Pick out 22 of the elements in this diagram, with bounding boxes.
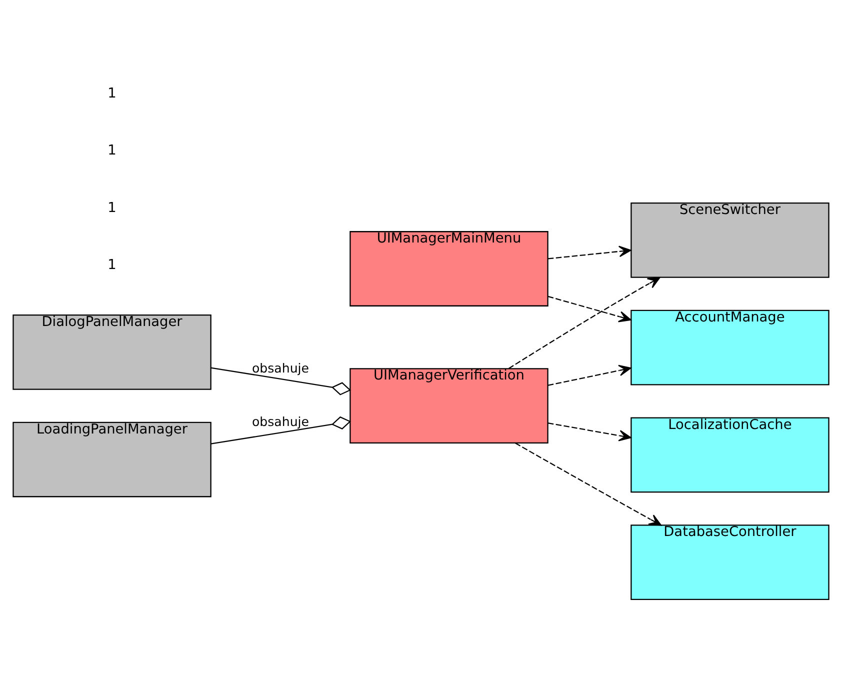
node-box: DialogPanelManager	[12, 314, 212, 390]
arrow	[548, 364, 632, 386]
node-box: DatabaseController	[630, 524, 830, 600]
arrow	[548, 246, 632, 260]
node-box: SceneSwitcher	[630, 202, 830, 278]
node-box: UIManagerVerification	[350, 368, 548, 444]
label: 1	[108, 200, 116, 216]
arrow	[548, 422, 632, 442]
arrow	[508, 277, 660, 369]
label: 1	[108, 142, 116, 159]
label: 1	[108, 86, 116, 102]
label: 1	[108, 256, 116, 273]
arrow	[515, 442, 662, 526]
edge-label: obsahuje	[252, 414, 309, 430]
node-box: LoadingPanelManager	[12, 422, 212, 498]
node-box: UIManagerMainMenu	[350, 231, 548, 306]
node-box: LocalizationCache	[630, 417, 830, 493]
arrow	[548, 296, 632, 322]
edge-label: obsahuje	[252, 360, 309, 376]
connector	[210, 367, 352, 396]
node-box: AccountManage	[630, 310, 830, 386]
connector	[210, 416, 352, 444]
